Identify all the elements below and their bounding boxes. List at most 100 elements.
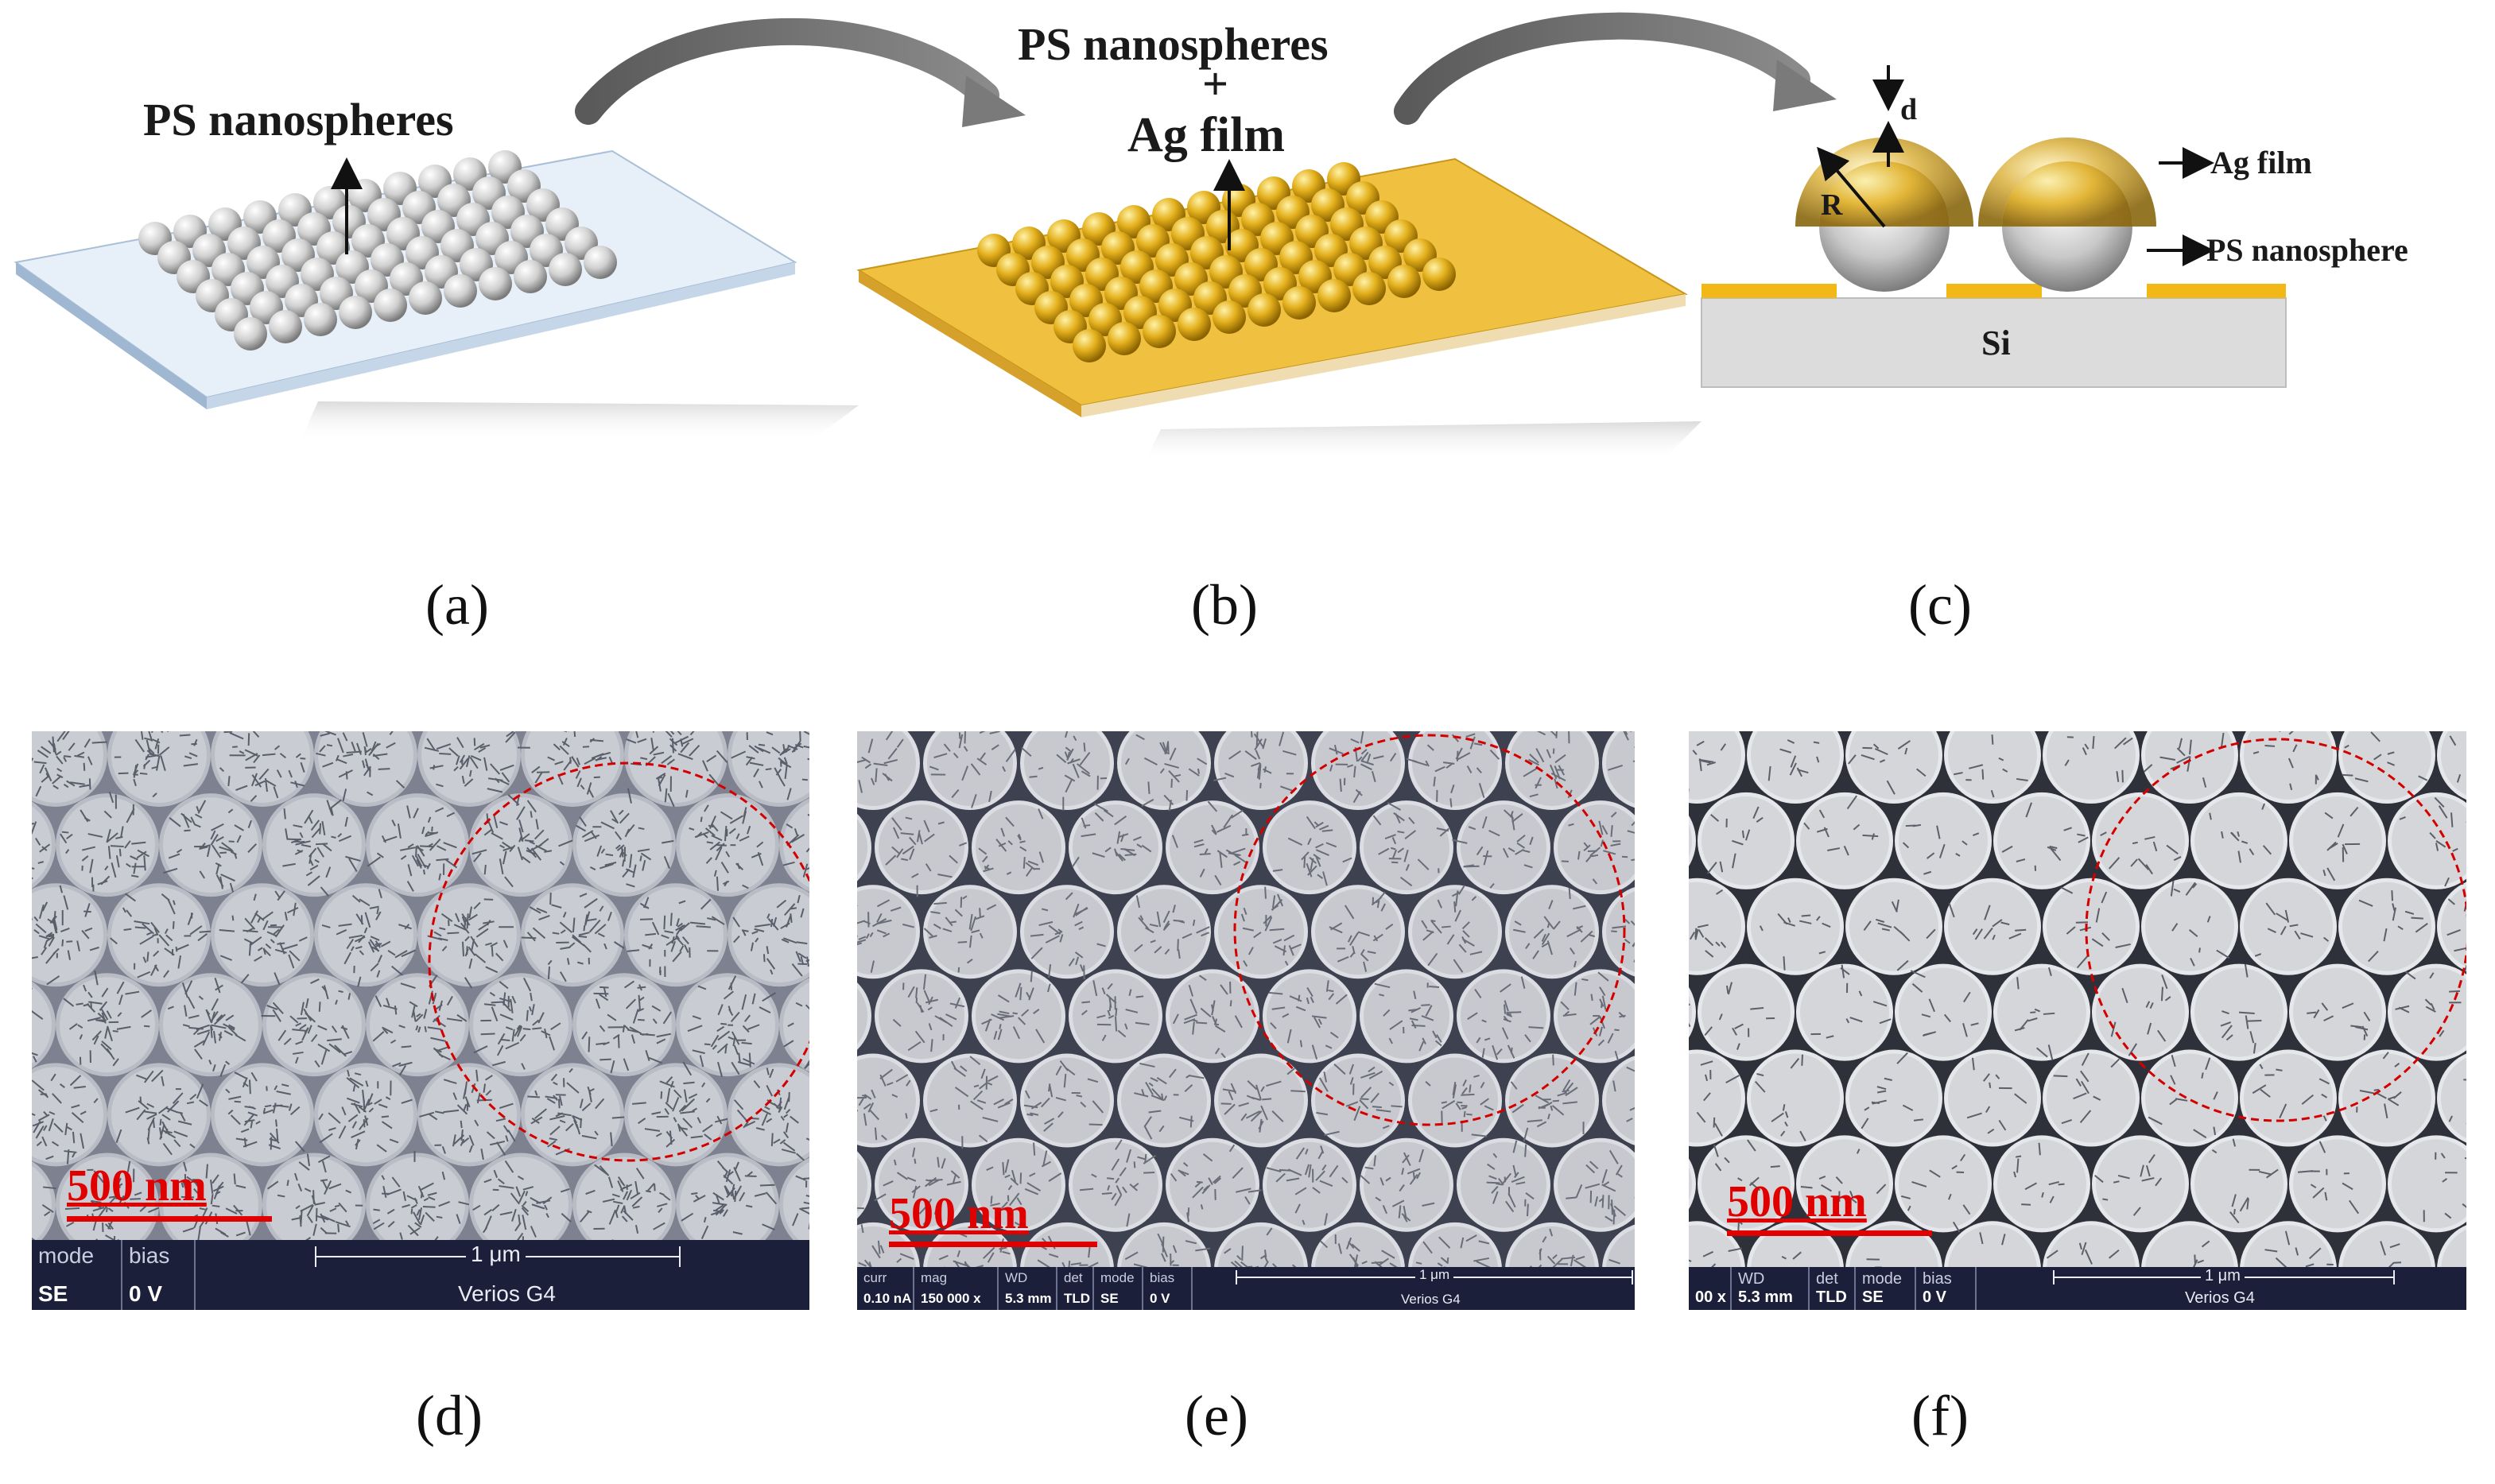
label-R: R (1821, 188, 1843, 222)
label-ps-nanosphere-c: PS nanosphere (2206, 232, 2408, 268)
databar-key: bias (1923, 1270, 1952, 1288)
databar-key: det (1064, 1270, 1083, 1285)
databar-key: bias (129, 1243, 170, 1268)
databar-value: TLD (1816, 1288, 1847, 1306)
scale-bar-f (1727, 1230, 1932, 1236)
scale-bar-e (889, 1242, 1097, 1247)
nanosphere (444, 274, 477, 308)
magnified-region-circle (428, 761, 809, 1162)
databar-key: mode (38, 1243, 95, 1268)
databar-value: 150 000 x (921, 1291, 981, 1306)
scale-bar-d (67, 1216, 272, 1222)
schematic-figure: PS nanospheres PS nanospheres + Ag film … (14, 12, 2408, 461)
nanosphere (409, 281, 442, 315)
databar-scale-text: 1 μm (466, 1242, 526, 1267)
databar-key: mag (921, 1270, 948, 1285)
databar-value: 0 V (129, 1281, 163, 1306)
magnified-region-circle (1233, 734, 1626, 1126)
databar-key: det (1816, 1270, 1838, 1288)
nanosphere (1387, 265, 1421, 298)
panel-label-e: (e) (1185, 1384, 1248, 1447)
ag-film-segment (1701, 284, 1837, 298)
label-ag-film-b: Ag film (1127, 108, 1285, 162)
databar-value: SE (1862, 1288, 1884, 1306)
databar-instrument: Verios G4 (2185, 1289, 2255, 1307)
nanosphere (1073, 329, 1106, 362)
databar-scale-text: 1 μm (1415, 1267, 1454, 1283)
databar-value: 0 V (1150, 1291, 1170, 1306)
nanosphere (514, 260, 547, 293)
databar-key: WD (1738, 1270, 1765, 1288)
sem-databar-e: curr 0.10 nA mag 150 000 x WD 5.3 mm det… (857, 1267, 1635, 1310)
magnified-region-circle (2085, 738, 2466, 1122)
label-si: Si (1981, 324, 2011, 362)
nanosphere (1108, 322, 1141, 355)
label-ps-nanospheres-a: PS nanospheres (143, 94, 454, 145)
nanosphere (234, 317, 267, 351)
nanosphere (339, 296, 372, 329)
panel-label-f: (f) (1911, 1384, 1969, 1447)
databar-value: 0 V (1923, 1288, 1947, 1306)
nanosphere (1352, 272, 1386, 305)
nanosphere (1422, 258, 1456, 291)
databar-value: 5.3 mm (1738, 1288, 1793, 1306)
scale-label-e: 500 nm (889, 1189, 1029, 1238)
panel-label-a: (a) (425, 573, 489, 637)
databar-key: bias (1150, 1270, 1175, 1285)
databar-scale-text: 1 μm (2201, 1267, 2245, 1285)
nanosphere (304, 303, 337, 336)
databar-key: mode (1100, 1270, 1135, 1285)
scale-label-d: 500 nm (67, 1161, 207, 1211)
nanosphere (1143, 315, 1176, 348)
databar-value: SE (38, 1281, 68, 1306)
nanosphere (1178, 308, 1211, 341)
process-arrow-b-to-c (1394, 12, 1837, 125)
sphere-array-a (138, 150, 617, 351)
sphere-array-b (977, 162, 1456, 362)
si-substrate (1701, 297, 2287, 388)
sem-image-f: 500 nm 00 x WD 5.3 mm det TLD mode SE bi… (1689, 731, 2466, 1310)
label-ps-nanospheres-b: PS nanospheres (1018, 18, 1329, 70)
databar-instrument: Verios G4 (458, 1281, 556, 1306)
sem-particle (1689, 1158, 1696, 1210)
cross-section-c (1701, 65, 2287, 388)
databar-key: WD (1005, 1270, 1028, 1285)
panel-label-c: (c) (1908, 573, 1972, 637)
databar-value: TLD (1064, 1291, 1091, 1306)
nanosphere (269, 310, 302, 343)
nanosphere (584, 246, 617, 279)
sem-databar-d: mode SE bias 0 V 1 μm Verios G4 (32, 1240, 809, 1310)
databar-key: mode (1862, 1270, 1903, 1288)
nanosphere (1248, 293, 1281, 327)
sem-databar-f: 00 x WD 5.3 mm det TLD mode SE bias 0 V … (1689, 1267, 2466, 1310)
nanosphere (1317, 279, 1351, 312)
label-d: d (1900, 93, 1917, 126)
nanosphere (1282, 286, 1316, 320)
process-arrow-a-to-b (575, 17, 1026, 127)
panel-label-b: (b) (1191, 573, 1258, 637)
label-ag-film-c: Ag film (2210, 145, 2312, 180)
databar-value: SE (1100, 1291, 1119, 1306)
databar-key: curr (863, 1270, 887, 1285)
sem-particle (1689, 986, 1696, 1038)
panel-label-d: (d) (416, 1384, 483, 1447)
sem-image-e: 500 nm curr 0.10 nA mag 150 000 x WD 5.3… (857, 731, 1635, 1310)
databar-value: 00 x (1695, 1288, 1726, 1306)
nanosphere (549, 253, 582, 286)
databar-instrument: Verios G4 (1401, 1292, 1461, 1307)
radius-arrow (1817, 146, 1886, 228)
sem-particle (1689, 816, 1696, 866)
nanosphere (479, 267, 512, 300)
nanosphere (374, 289, 407, 322)
ag-cap (1978, 138, 2156, 227)
ag-film-segment (1946, 284, 2042, 298)
nanosphere (1213, 300, 1246, 334)
sem-image-d: 500 nm mode SE bias 0 V 1 μm Verios G4 (32, 731, 809, 1310)
sem-micrograph-d (32, 731, 809, 1310)
databar-value: 0.10 nA (863, 1291, 912, 1306)
label-plus-b: + (1202, 58, 1228, 110)
scale-label-f: 500 nm (1727, 1177, 1867, 1226)
databar-value: 5.3 mm (1005, 1291, 1052, 1306)
sem-micrograph-e (857, 731, 1635, 1310)
ag-film-segment (2147, 284, 2286, 298)
